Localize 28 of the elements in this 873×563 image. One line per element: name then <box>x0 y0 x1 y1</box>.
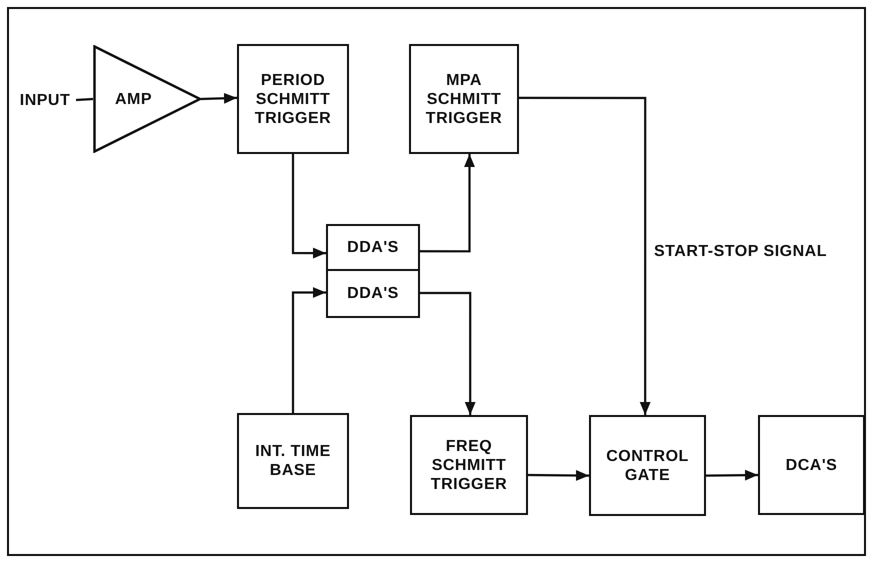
block-label: DDA'S <box>347 284 399 303</box>
input-label: INPUT <box>20 90 70 110</box>
process-box <box>237 413 349 509</box>
amplifier-triangle <box>93 45 201 153</box>
process-box <box>326 269 420 318</box>
block-label: AMP <box>115 90 152 108</box>
block-label: INT. TIME BASE <box>254 442 332 480</box>
process-box <box>758 415 865 515</box>
block-label: DDA'S <box>347 238 399 257</box>
process-box <box>589 415 706 516</box>
arrow <box>519 96 651 415</box>
connector-line <box>76 98 94 102</box>
arrow <box>528 470 590 481</box>
arrow <box>292 287 326 413</box>
process-box <box>326 224 420 271</box>
process-box <box>410 415 528 515</box>
block-label: DCA'S <box>786 456 838 474</box>
arrow <box>200 92 238 104</box>
block-label: CONTROL GATE <box>605 446 690 484</box>
process-box <box>409 44 519 154</box>
block-label: PERIOD SCHMITT TRIGGER <box>254 70 332 128</box>
process-box <box>237 44 349 154</box>
arrow <box>420 154 475 252</box>
arrow <box>292 154 326 258</box>
arrow <box>706 470 758 481</box>
arrow <box>420 292 476 415</box>
block-label: MPA SCHMITT TRIGGER <box>424 70 504 128</box>
block-label: FREQ SCHMITT TRIGGER <box>430 436 508 494</box>
